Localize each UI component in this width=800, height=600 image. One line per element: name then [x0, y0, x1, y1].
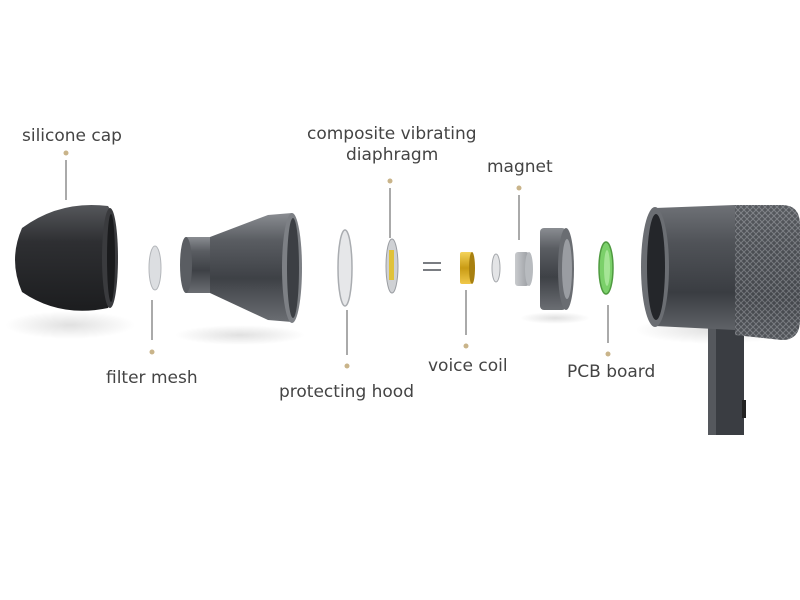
label-voice-coil: voice coil [428, 356, 508, 376]
lead-wires-part [423, 262, 441, 271]
label-filter-mesh: filter mesh [106, 368, 198, 388]
label-silicone-cap: silicone cap [22, 126, 122, 146]
leader-pcb-board [605, 305, 611, 357]
leader-silicone-cap [63, 150, 69, 200]
front-housing-part [175, 213, 305, 345]
leader-diaphragm [387, 178, 393, 238]
leader-magnet [516, 185, 522, 240]
leader-protecting-hood [344, 310, 350, 369]
magnet-cup-part [520, 228, 590, 324]
magnet-part [515, 252, 533, 286]
filter-mesh-part [148, 245, 162, 291]
silicone-cap-part [5, 204, 135, 339]
rear-body-part [635, 205, 800, 435]
label-pcb-board: PCB board [567, 362, 656, 382]
pcb-board-part [598, 241, 614, 295]
voice-coil-part [460, 252, 475, 284]
protecting-hood-part [337, 229, 353, 307]
leader-voice-coil [463, 290, 469, 349]
label-diaphragm-line1: composite vibrating [307, 124, 477, 144]
label-diaphragm-line2: diaphragm [346, 145, 439, 165]
diaphragm-part [385, 238, 399, 294]
washer-part [491, 253, 501, 283]
label-magnet: magnet [487, 157, 553, 177]
leader-filter-mesh [149, 300, 155, 355]
label-protecting-hood: protecting hood [279, 382, 415, 402]
